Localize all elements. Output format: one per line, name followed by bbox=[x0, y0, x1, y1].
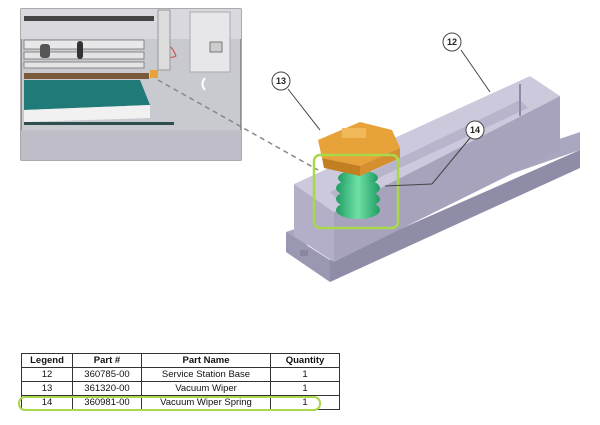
row-quantity: 1 bbox=[270, 395, 340, 410]
header-part-number: Part # bbox=[72, 353, 142, 368]
row-legend: 13 bbox=[21, 381, 73, 396]
row-quantity: 1 bbox=[270, 367, 340, 382]
callout-12-label: 12 bbox=[447, 37, 457, 47]
row-part-name: Service Station Base bbox=[141, 367, 271, 382]
row-part-name: Vacuum Wiper bbox=[141, 381, 271, 396]
callout-13-label: 13 bbox=[276, 76, 286, 86]
table-row: 14 360981-00 Vacuum Wiper Spring 1 bbox=[21, 395, 340, 410]
header-part-name: Part Name bbox=[141, 353, 271, 368]
inset-view bbox=[20, 8, 242, 161]
vacuum-wiper-spring bbox=[336, 170, 380, 219]
callout-14-label: 14 bbox=[470, 125, 480, 135]
table-row: 12 360785-00 Service Station Base 1 bbox=[21, 367, 340, 382]
service-station-base bbox=[286, 76, 580, 282]
header-legend: Legend bbox=[21, 353, 73, 368]
table-header-row: Legend Part # Part Name Quantity bbox=[21, 353, 340, 368]
header-quantity: Quantity bbox=[270, 353, 340, 368]
callout-14 bbox=[465, 120, 485, 140]
callout-13 bbox=[271, 71, 291, 91]
row-quantity: 1 bbox=[270, 381, 340, 396]
parts-table: Legend Part # Part Name Quantity 12 3607… bbox=[21, 353, 340, 410]
row-legend: 12 bbox=[21, 367, 73, 382]
leader-dashed-line bbox=[157, 79, 319, 171]
row-part-number: 361320-00 bbox=[72, 381, 142, 396]
row-part-number: 360785-00 bbox=[72, 367, 142, 382]
highlight-box bbox=[312, 153, 400, 230]
row-legend: 14 bbox=[21, 395, 73, 410]
row-part-name: Vacuum Wiper Spring bbox=[141, 395, 271, 410]
table-row: 13 361320-00 Vacuum Wiper 1 bbox=[21, 381, 340, 396]
row-part-number: 360981-00 bbox=[72, 395, 142, 410]
callout-12 bbox=[442, 32, 462, 52]
